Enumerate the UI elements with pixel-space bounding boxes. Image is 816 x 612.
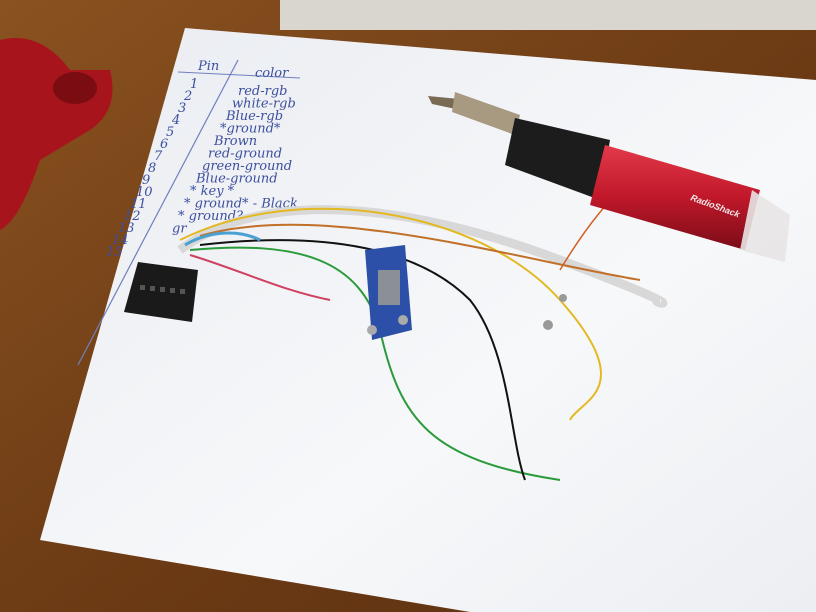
wire-color-note: green-ground xyxy=(202,159,292,174)
black-ribbon-connector xyxy=(124,262,198,322)
pin-number: 4 xyxy=(171,113,180,128)
wire-color-note: * key * xyxy=(190,184,235,199)
screw xyxy=(559,294,567,302)
pin-number: 7 xyxy=(154,149,163,164)
table-header-line xyxy=(177,71,301,79)
wire-color-note: * ground* - Black xyxy=(184,197,298,212)
pink-wire xyxy=(189,254,331,301)
pin-number: 11 xyxy=(130,197,147,212)
red-vise xyxy=(0,38,113,230)
wire-color-note: red-rgb xyxy=(238,84,287,99)
pin-number: 14 xyxy=(112,233,129,248)
blue-wire xyxy=(184,231,261,247)
screw xyxy=(543,320,553,330)
orange-wire xyxy=(199,223,641,281)
pin-number: 1 xyxy=(190,77,198,92)
table-divider-line xyxy=(77,59,239,366)
background-object xyxy=(280,0,816,30)
pin-number: 13 xyxy=(118,221,135,236)
pin-number: 9 xyxy=(142,173,150,188)
wire-color-note: Blue-ground xyxy=(195,172,278,187)
pin-number: 2 xyxy=(183,89,192,104)
pin-number: 3 xyxy=(178,101,186,116)
yellow-wire xyxy=(179,207,602,421)
wire-color-note: Blue-rgb xyxy=(225,109,283,124)
wire-color-note: red-ground xyxy=(208,147,282,162)
wire-color-note: white-rgb xyxy=(232,97,296,112)
wire-color-note: *ground* xyxy=(220,122,281,137)
soldering-iron: RadioShack xyxy=(428,92,790,262)
pin-number: 10 xyxy=(136,185,153,200)
pin-header: Pin xyxy=(197,59,219,74)
wire-bundle xyxy=(177,179,668,481)
wire-color-note: gr xyxy=(172,222,187,237)
pin-number: 12 xyxy=(124,209,141,224)
pin-number: 6 xyxy=(160,137,168,152)
pin-number: 5 xyxy=(166,125,174,140)
shielded-cable xyxy=(177,205,668,308)
pin-number: 15 xyxy=(106,245,123,260)
blue-vga-connector xyxy=(365,245,412,340)
wire-color-note: Brown xyxy=(213,134,257,149)
color-header: color xyxy=(255,66,289,81)
black-wire xyxy=(199,239,526,481)
pin-number: 8 xyxy=(148,161,156,176)
